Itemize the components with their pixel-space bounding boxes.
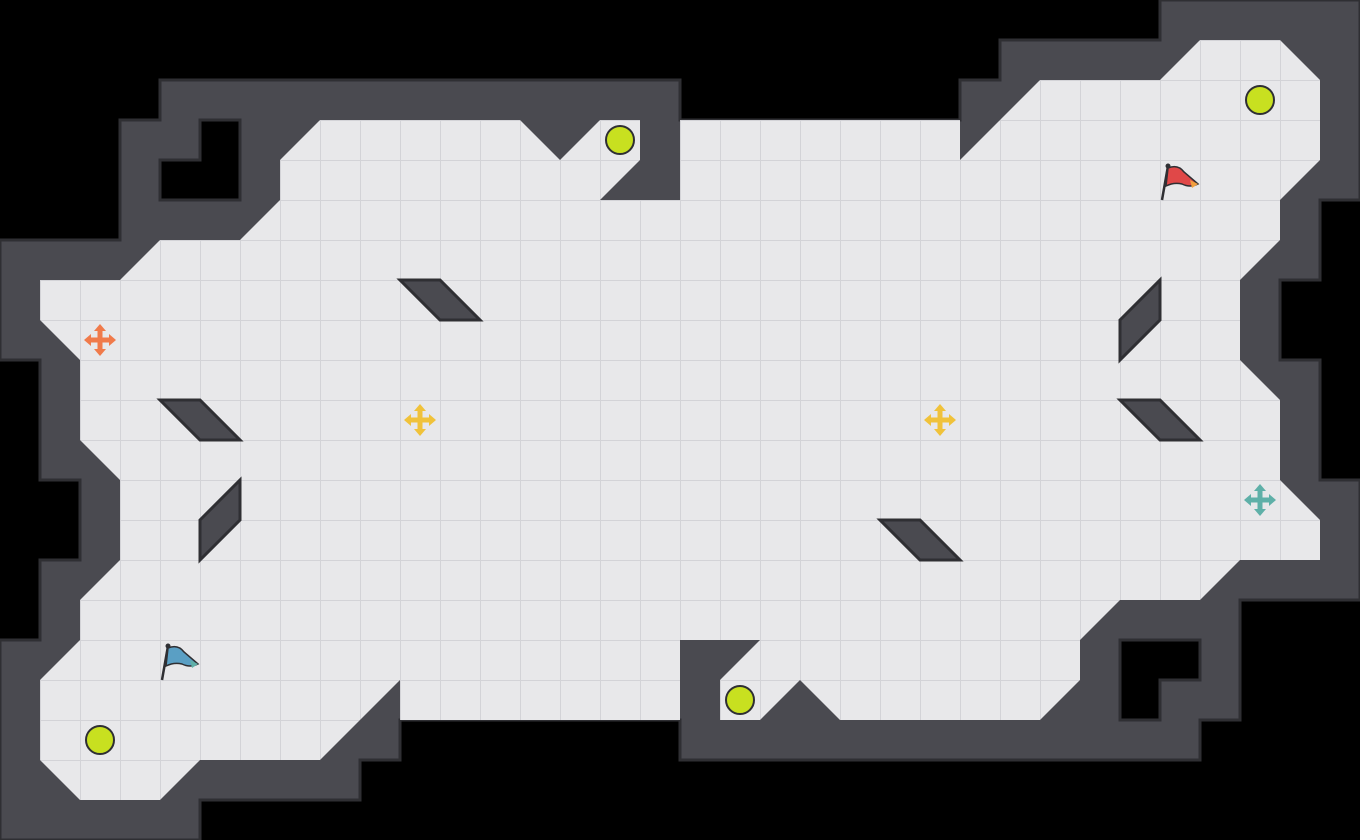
spawn-yellow-icon: [924, 404, 956, 436]
pickup-orb-icon: [85, 725, 115, 755]
blue-flag-icon: [160, 643, 200, 681]
barrier: [1118, 276, 1162, 364]
pickup-orb-icon: [605, 125, 635, 155]
barrier: [156, 398, 244, 442]
barrier: [1116, 398, 1204, 442]
spawn-teal-icon: [1244, 484, 1276, 516]
arena-floor: [40, 40, 1320, 800]
pickup-orb-icon: [725, 685, 755, 715]
spawn-yellow-icon: [404, 404, 436, 436]
red-flag-icon: [1160, 163, 1200, 201]
barrier: [198, 476, 242, 564]
spawn-orange-icon: [84, 324, 116, 356]
barrier: [396, 278, 484, 322]
barrier-group: [156, 276, 1204, 564]
barrier: [876, 518, 964, 562]
wall-pocket-top-left: [158, 118, 242, 202]
wall-pocket-bottom-right: [1118, 638, 1202, 722]
pickup-orb-icon: [1245, 85, 1275, 115]
